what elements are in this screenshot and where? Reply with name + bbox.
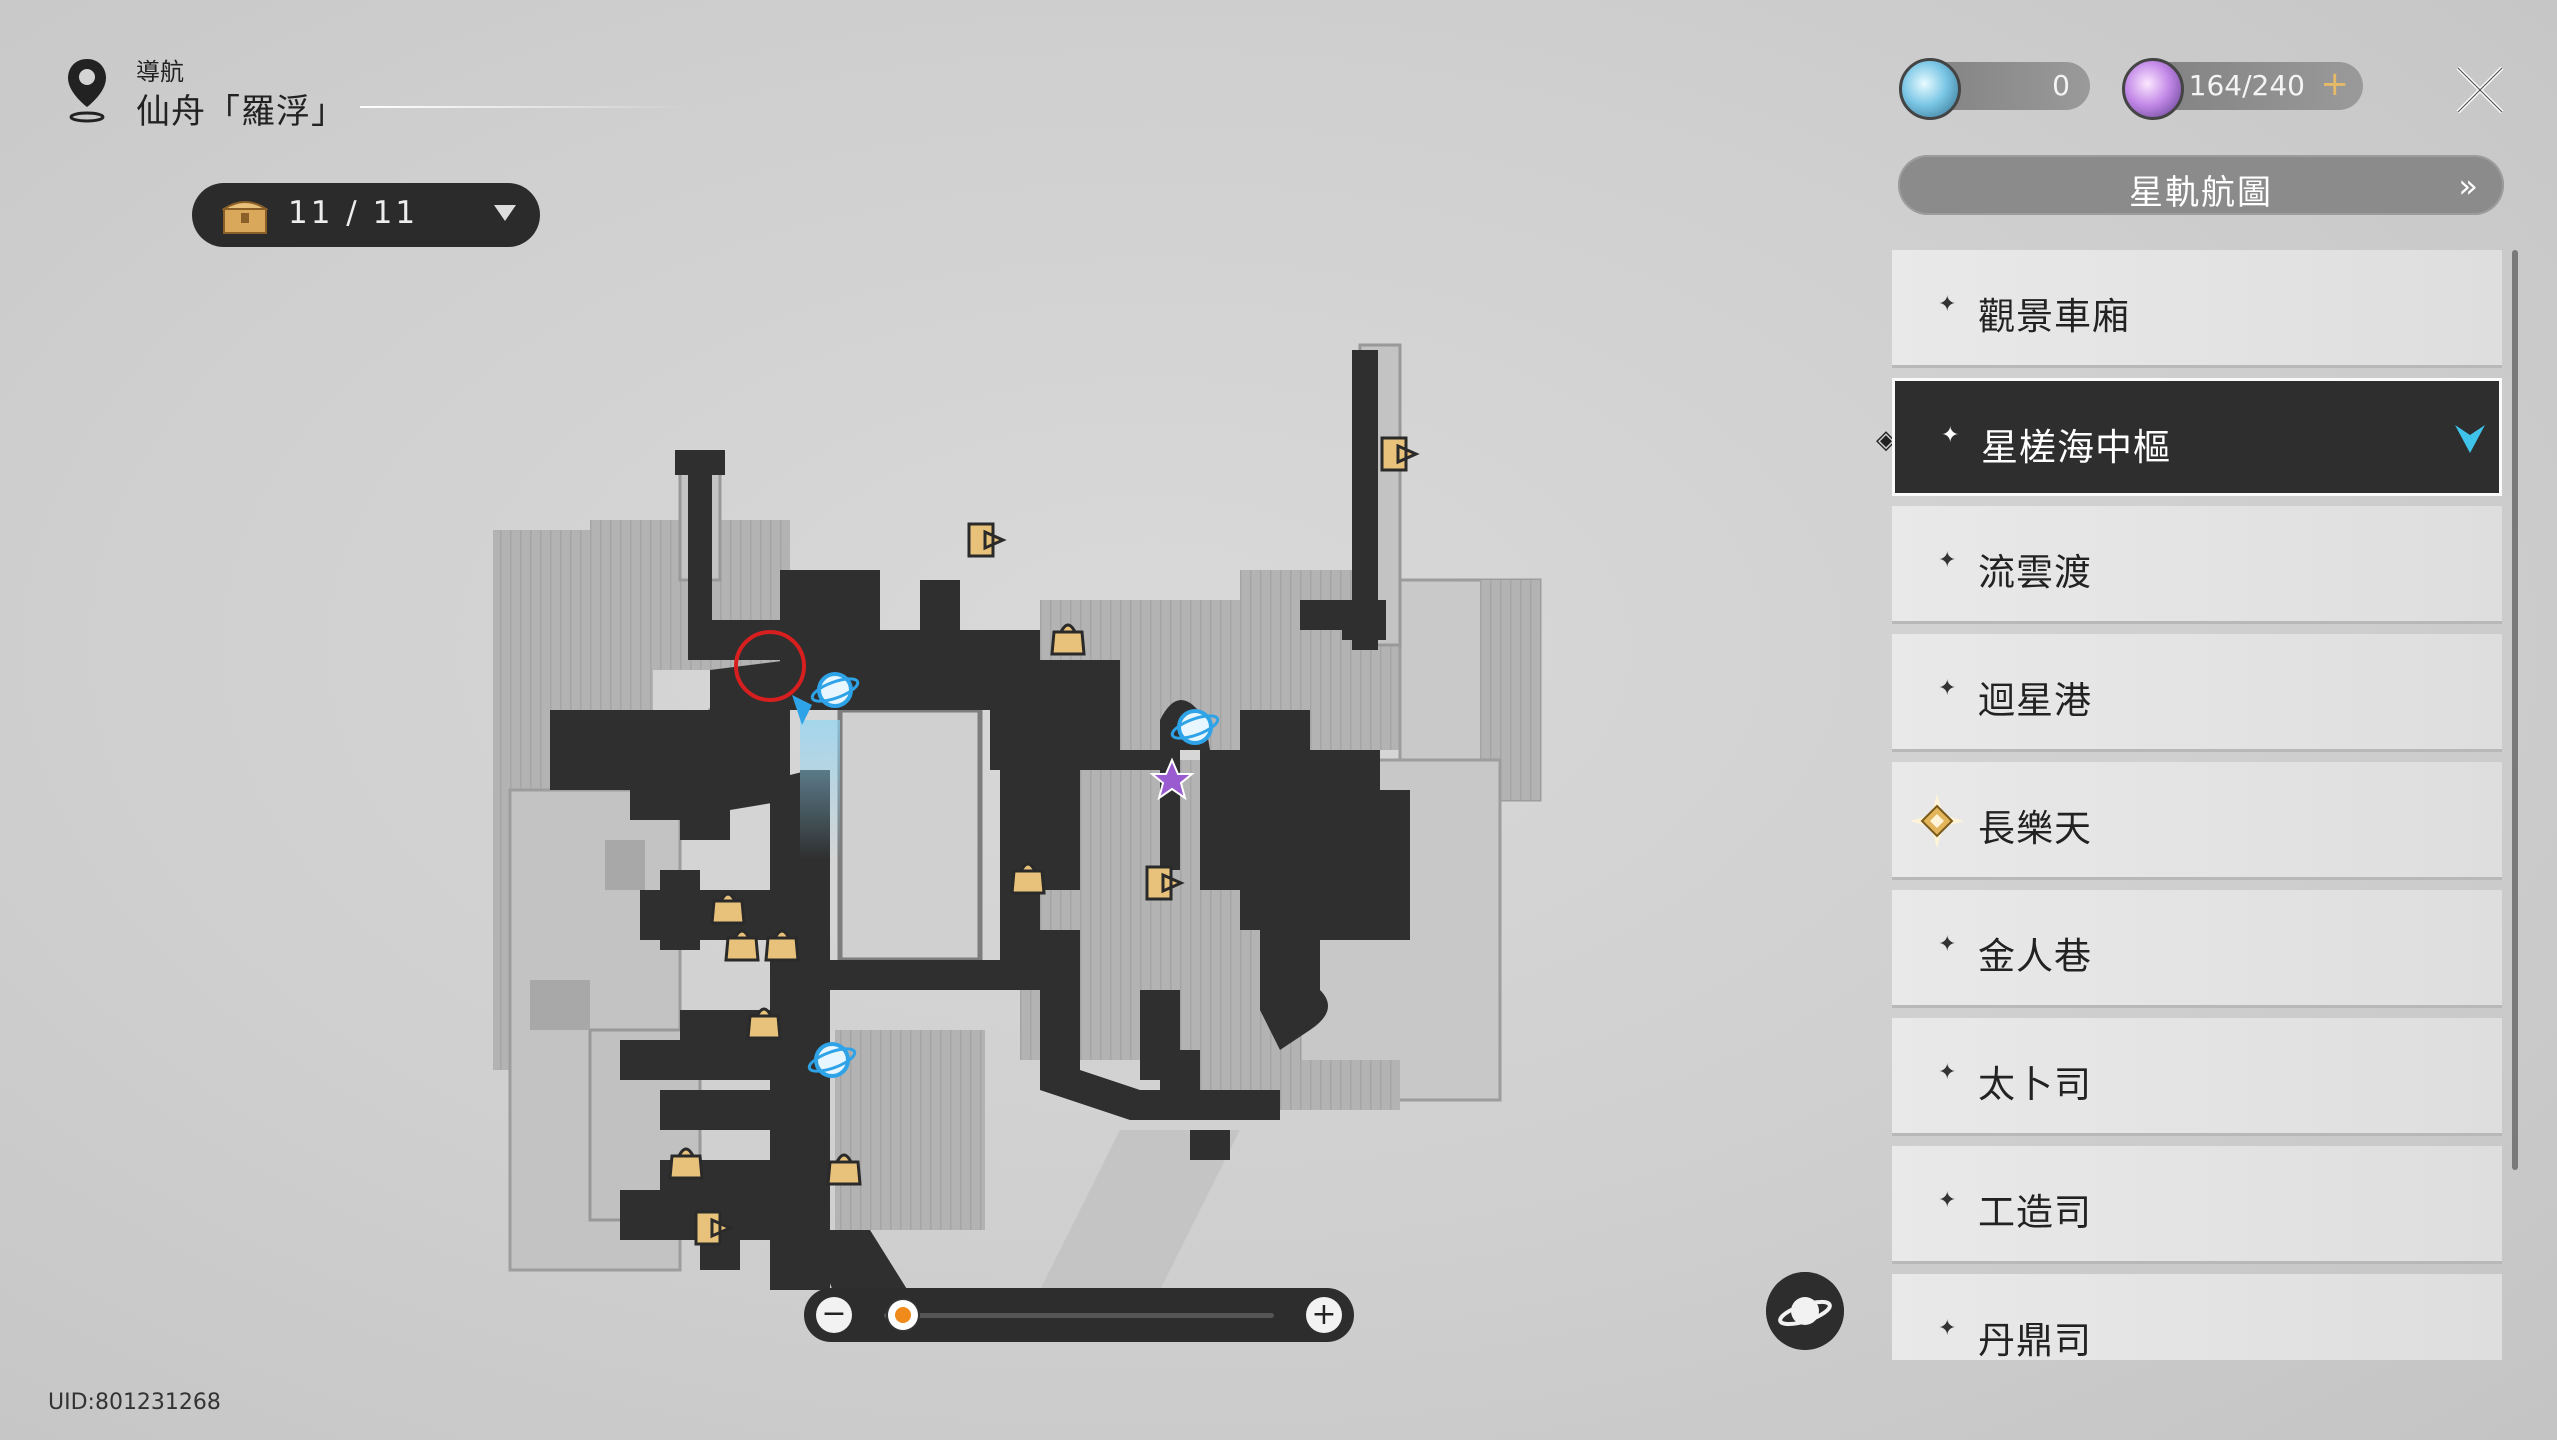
trailblaze-power-value: 164/240 xyxy=(2188,69,2305,102)
area-label: 長樂天 xyxy=(1978,807,2092,850)
shop-bag-icon[interactable] xyxy=(1050,623,1086,656)
area-item-starskiff-haven[interactable]: ✦ 迴星港 xyxy=(1892,634,2502,752)
space-anchor-icon[interactable] xyxy=(810,672,861,708)
double-chevron-right-icon: » xyxy=(2458,167,2478,205)
shop-bag-icon[interactable] xyxy=(668,1147,704,1180)
stellar-jade-icon xyxy=(1899,58,1961,120)
quest-star-icon[interactable] xyxy=(1149,757,1195,801)
uid-label: UID:801231268 xyxy=(48,1390,221,1415)
star-bullet-icon: ✦ xyxy=(1938,548,1957,573)
trailblaze-power-icon xyxy=(2122,58,2184,120)
zoom-out-button[interactable]: − xyxy=(816,1297,852,1333)
area-item-cloudford[interactable]: ✦ 流雲渡 xyxy=(1892,506,2502,624)
area-item-observation-car[interactable]: ✦ 觀景車廂 xyxy=(1892,250,2502,368)
star-bullet-icon: ✦ xyxy=(1938,1060,1957,1085)
area-item-artisanship-commission[interactable]: ✦ 工造司 xyxy=(1892,1146,2502,1264)
area-item-exalting-sanctum[interactable]: 長樂天 xyxy=(1892,762,2502,880)
area-item-central-starskiff-haven[interactable]: ✦ 星槎海中樞 xyxy=(1892,378,2502,496)
exit-door-icon[interactable] xyxy=(967,522,1007,558)
area-list[interactable]: ✦ 觀景車廂 ✦ 星槎海中樞 ✦ 流雲渡 ✦ 迴星港 長樂天 ✦ 金人巷 ✦ 太… xyxy=(1892,250,2514,1360)
title-divider xyxy=(360,106,690,108)
space-anchor-icon[interactable] xyxy=(1170,709,1221,745)
chest-count: 11 / 11 xyxy=(288,195,419,231)
player-light-beam xyxy=(800,720,840,860)
star-bullet-icon: ✦ xyxy=(1941,423,1960,448)
selection-indicator-icon: ◈ xyxy=(1876,425,1896,455)
area-item-aurum-alley[interactable]: ✦ 金人巷 xyxy=(1892,890,2502,1008)
location-title: 仙舟「羅浮」 xyxy=(136,92,346,132)
stellar-jade-value: 0 xyxy=(2052,69,2070,102)
exit-door-icon[interactable] xyxy=(1145,865,1185,901)
area-label: 金人巷 xyxy=(1978,935,2092,978)
star-bullet-icon: ✦ xyxy=(1938,1316,1957,1341)
shop-bag-icon[interactable] xyxy=(826,1153,862,1186)
zoom-track[interactable] xyxy=(884,1313,1274,1318)
area-list-scrollbar[interactable] xyxy=(2512,250,2518,1170)
chest-counter-dropdown[interactable]: 11 / 11 xyxy=(192,183,540,247)
location-pin-icon xyxy=(68,59,106,123)
area-label: 觀景車廂 xyxy=(1978,295,2130,338)
area-label: 迴星港 xyxy=(1978,679,2092,722)
area-label: 丹鼎司 xyxy=(1978,1319,2092,1360)
space-anchor-icon[interactable] xyxy=(807,1042,858,1078)
exit-door-icon[interactable] xyxy=(694,1210,734,1246)
zoom-slider[interactable]: − + xyxy=(804,1288,1354,1342)
dropdown-arrow-icon xyxy=(494,205,516,221)
nav-label: 導航 xyxy=(136,58,184,86)
star-bullet-icon: ✦ xyxy=(1938,676,1957,701)
star-rail-map-button[interactable]: 星軌航圖 » xyxy=(1898,155,2504,215)
trailblaze-power-counter[interactable]: 164/240 + xyxy=(2122,58,2363,120)
area-item-alchemy-commission[interactable]: ✦ 丹鼎司 xyxy=(1892,1274,2502,1360)
star-bullet-icon: ✦ xyxy=(1938,292,1957,317)
area-label: 流雲渡 xyxy=(1978,551,2092,594)
zoom-knob[interactable] xyxy=(887,1300,918,1330)
shop-bag-icon[interactable] xyxy=(1010,862,1046,895)
stellar-jade-counter[interactable]: 0 xyxy=(1899,58,2090,120)
treasure-chest-icon xyxy=(222,201,268,234)
area-label: 工造司 xyxy=(1978,1191,2092,1234)
map-canvas[interactable] xyxy=(480,330,1560,1310)
area-item-divination-commission[interactable]: ✦ 太卜司 xyxy=(1892,1018,2502,1136)
star-bullet-icon: ✦ xyxy=(1938,932,1957,957)
quest-diamond-icon xyxy=(1910,794,1964,848)
shop-bag-icon[interactable] xyxy=(724,929,760,962)
shop-bag-icon[interactable] xyxy=(746,1007,782,1040)
exit-door-icon[interactable] xyxy=(1380,436,1420,472)
planet-icon[interactable] xyxy=(1766,1272,1844,1350)
close-icon[interactable] xyxy=(2450,60,2510,120)
star-rail-map-label: 星軌航圖 xyxy=(2129,173,2273,213)
shop-bag-icon[interactable] xyxy=(764,929,800,962)
add-power-button[interactable]: + xyxy=(2320,64,2350,104)
player-arrow-icon xyxy=(792,695,812,725)
area-label: 太卜司 xyxy=(1978,1063,2092,1106)
current-location-marker-icon xyxy=(2455,425,2485,453)
zoom-in-button[interactable]: + xyxy=(1306,1297,1342,1333)
star-bullet-icon: ✦ xyxy=(1938,1188,1957,1213)
shop-bag-icon[interactable] xyxy=(710,892,746,925)
area-label: 星槎海中樞 xyxy=(1981,426,2171,469)
highlight-circle xyxy=(734,630,806,702)
